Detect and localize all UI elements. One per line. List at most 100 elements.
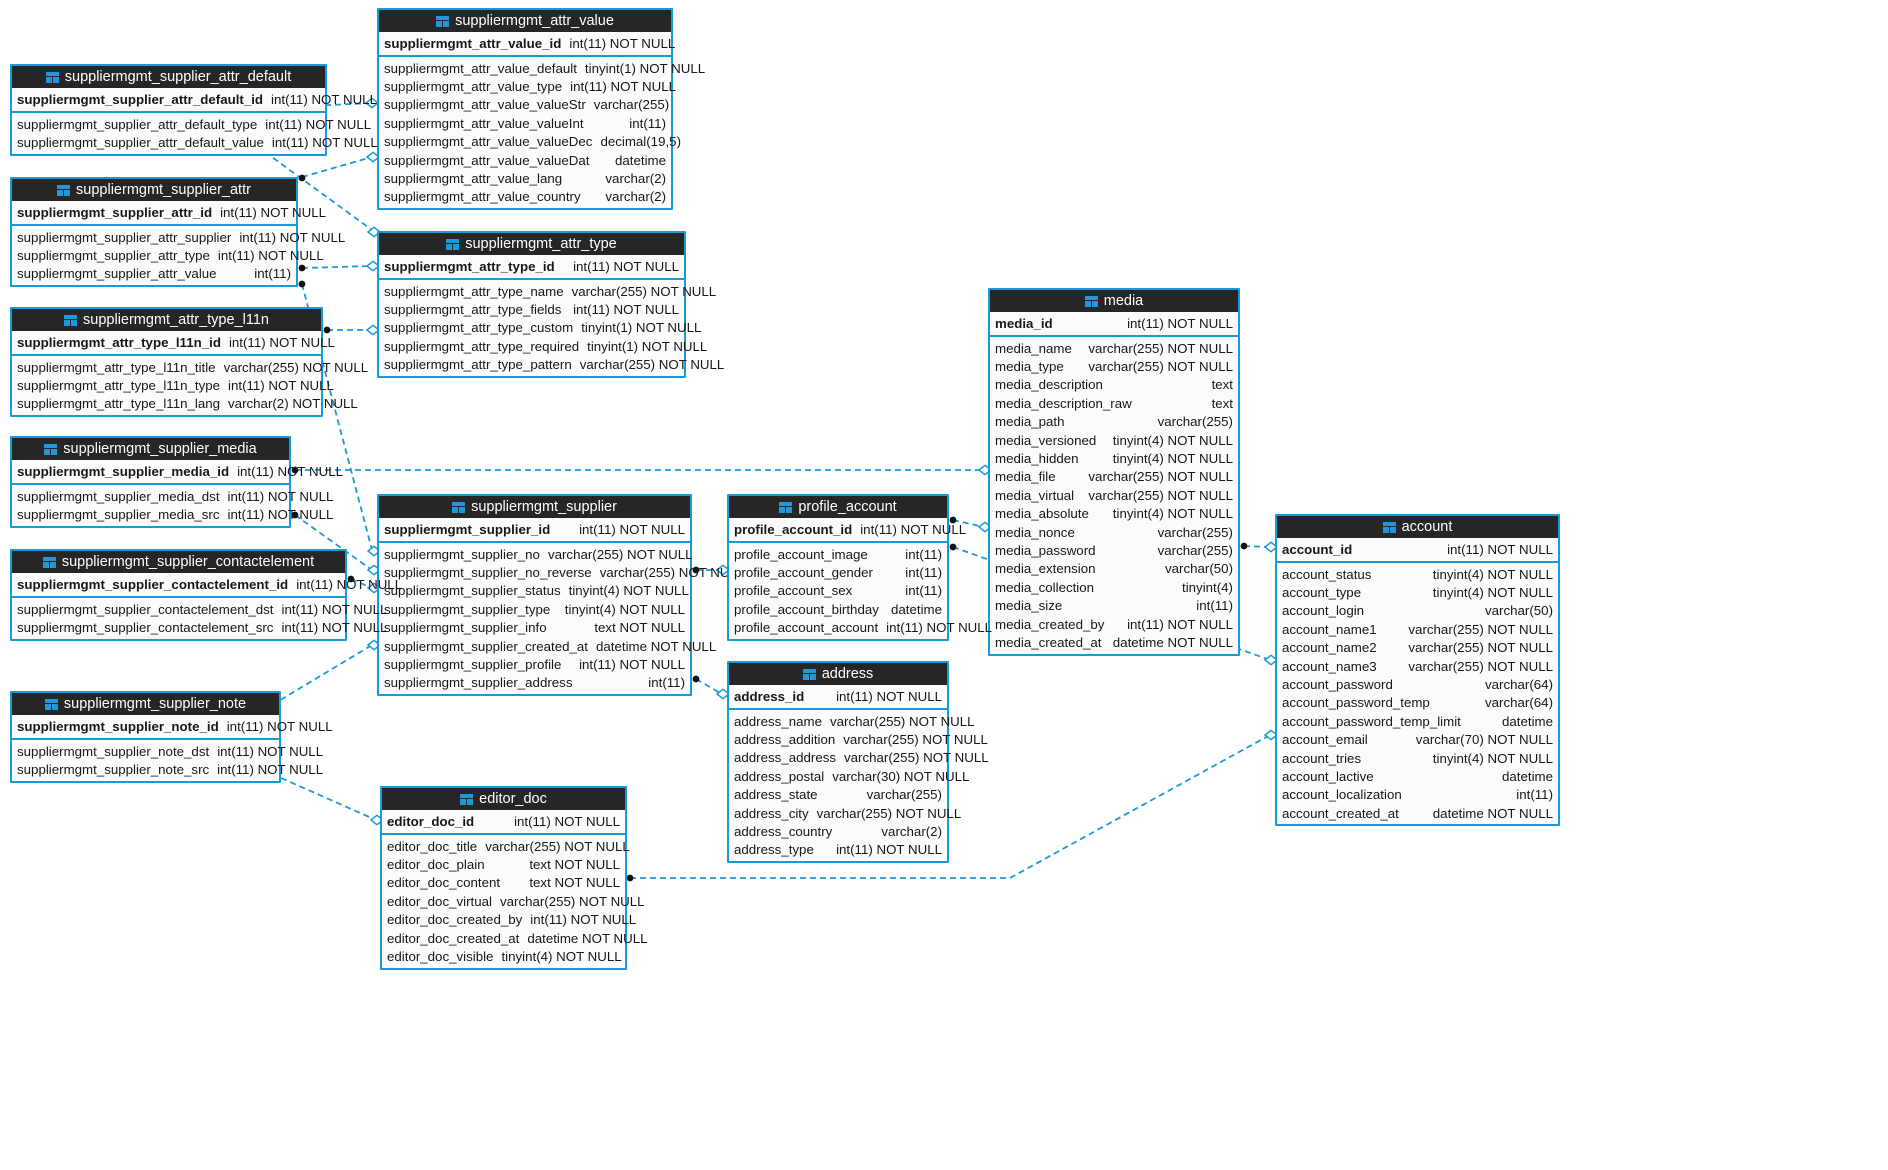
column-row[interactable]: suppliermgmt_supplier_attr_default_value… bbox=[12, 133, 378, 151]
column-row[interactable]: suppliermgmt_supplier_contactelement_src… bbox=[12, 618, 387, 636]
column-row[interactable]: suppliermgmt_supplier_contactelement_dst… bbox=[12, 600, 387, 618]
